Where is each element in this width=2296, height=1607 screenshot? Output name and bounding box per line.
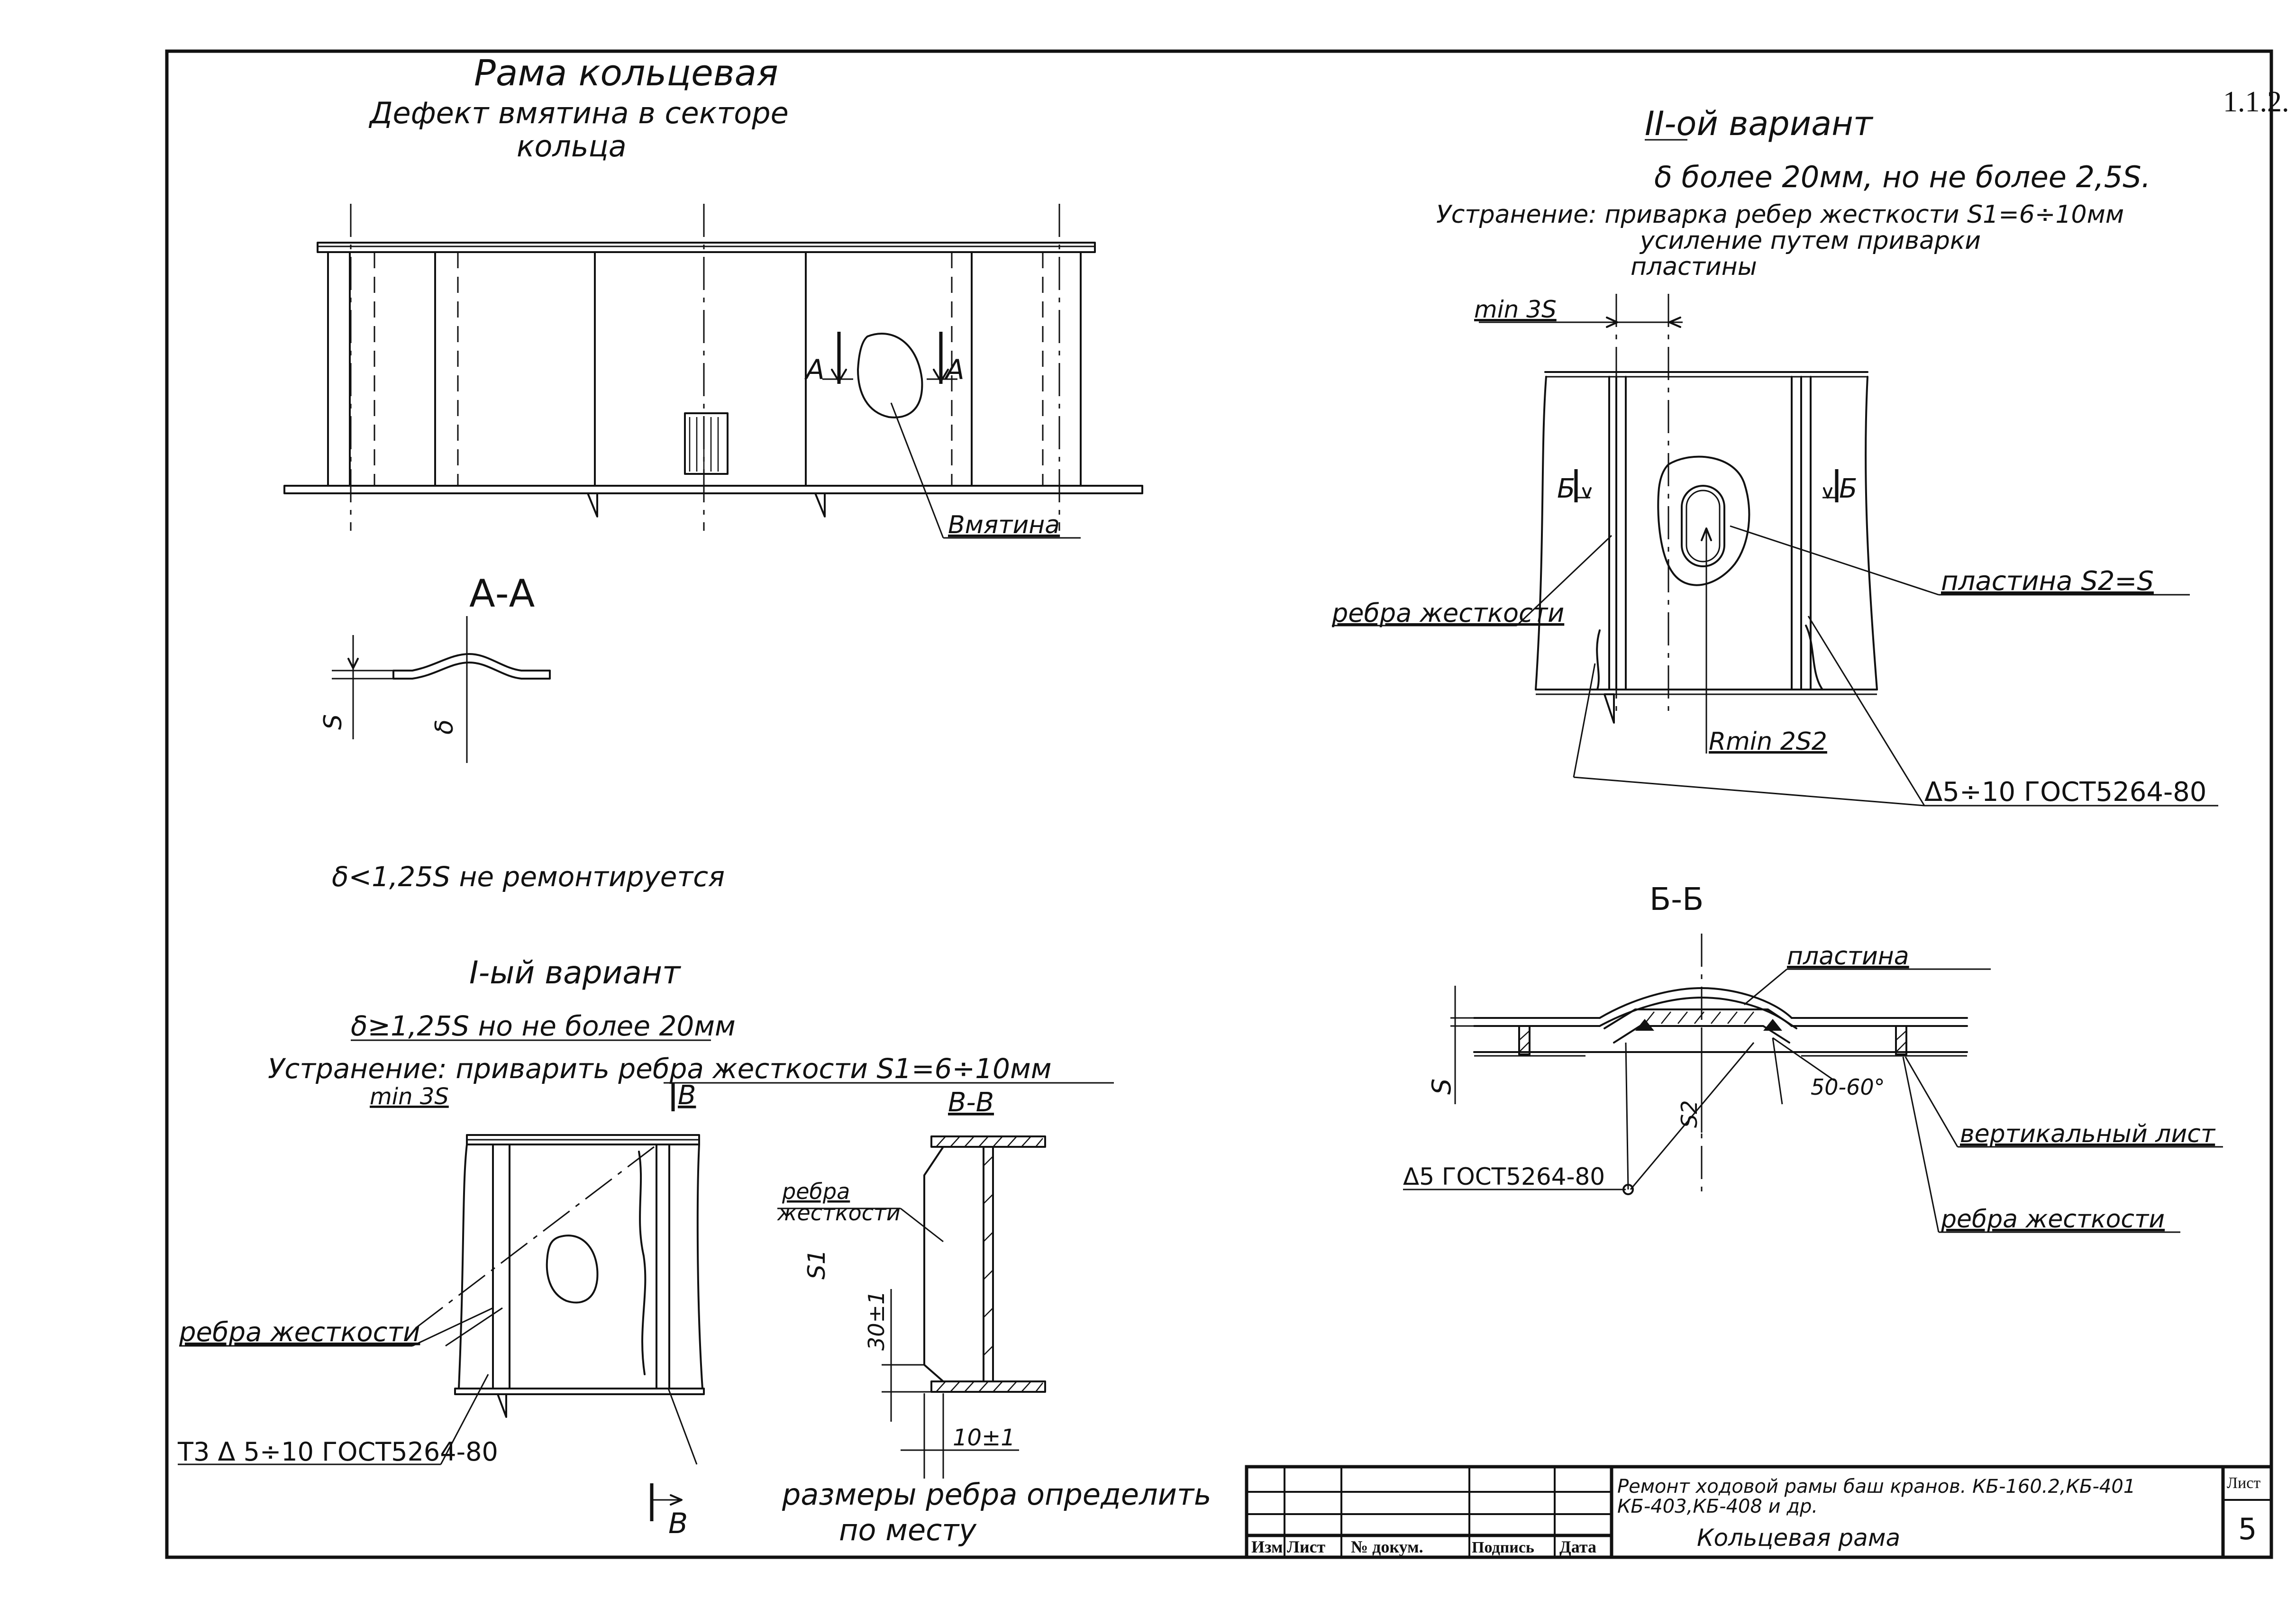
bb-vertical-sheet-label: вертикальный лист	[1960, 1120, 2216, 1148]
bb-rib-label: ребра жесткости	[1941, 1205, 2165, 1234]
aa-label-s: S	[319, 714, 347, 730]
bb-mark-left: Б	[1557, 473, 1575, 504]
variant1-section-mark-bottom: В	[668, 1507, 688, 1540]
tb-col-list: Лист	[1287, 1537, 1326, 1556]
bb-angle-label: 50-60°	[1811, 1074, 1885, 1100]
bb-s2-label: S2	[1676, 1100, 1702, 1128]
bb-weld-label: Δ5 ГОСТ5264-80	[1403, 1163, 1605, 1190]
vv-rib	[923, 1146, 984, 1382]
bottom-flange	[283, 485, 1143, 494]
tb-drawing-title: Кольцевая рама	[1697, 1524, 1900, 1552]
sheet-code: 1.1.2.	[2223, 86, 2289, 118]
variant2-title: II-ой вариант	[1645, 104, 1874, 143]
variant2-weld-label: Δ5÷10 ГОСТ5264-80	[1924, 777, 2206, 808]
bb-plate-label: пластина	[1787, 942, 1909, 971]
plate-inner-outline	[1681, 485, 1725, 567]
main-title: Рама кольцевая	[474, 52, 778, 94]
tb-col-date: Дата	[1559, 1537, 1596, 1556]
tb-col-doc: № докум.	[1351, 1537, 1423, 1556]
variant2-remedy-1: Устранение: приварка ребер жесткости S1=…	[1436, 200, 2124, 229]
sheet-frame	[165, 49, 2273, 1559]
main-subtitle-2: кольца	[517, 129, 627, 163]
v1-dent	[546, 1235, 599, 1304]
variant1-remedy: Устранение: приварить ребра жесткости S1…	[268, 1053, 1051, 1085]
dent-label: Вмятина	[948, 511, 1060, 539]
variant2-rib-label: ребра жесткости	[1331, 598, 1564, 628]
variant1-title: I-ый вариант	[469, 954, 682, 991]
not-repaired-note: δ<1,25S не ремонтируется	[332, 861, 725, 893]
variant2-condition: δ более 20мм, но не более 2,5S.	[1654, 160, 2150, 194]
bb-mark-right: Б	[1839, 473, 1857, 504]
bb-plate	[1604, 1008, 1797, 1029]
vv-rib-label-1: ребра	[782, 1179, 850, 1204]
variant1-note-2: по месту	[839, 1513, 977, 1547]
reinforcing-plate	[1657, 455, 1750, 586]
variant1-rib-label: ребра жесткости	[179, 1317, 420, 1348]
section-bb: Б-Б S S2	[1403, 881, 2223, 1234]
top-flange	[317, 242, 1096, 253]
tb-sheet-number: 5	[2238, 1512, 2257, 1546]
vv-s1: S1	[803, 1249, 830, 1280]
tb-header-1: Ремонт ходовой рамы баш кранов. КБ-160.2…	[1617, 1476, 2135, 1498]
variant1-dim-min: min 3S	[370, 1083, 449, 1110]
section-aa-title: А-А	[469, 572, 535, 616]
tb-col-izm: Изм	[1251, 1537, 1283, 1556]
vv-rib-label-2: жесткости	[777, 1200, 901, 1226]
tb-col-sign: Подпись	[1472, 1539, 1534, 1556]
variant1: I-ый вариант δ≥1,25S но не более 20мм Ус…	[177, 954, 1212, 1547]
variant1-section-mark: В	[678, 1080, 696, 1111]
section-vv-title: В-В	[948, 1087, 994, 1118]
section-bb-title: Б-Б	[1649, 881, 1704, 917]
variant2-remedy-3: пластины	[1631, 253, 1757, 281]
variant2-dim-min: min 3S	[1474, 296, 1557, 323]
variant1-note-1: размеры ребра определить	[782, 1477, 1212, 1512]
variant2: II-ой вариант δ более 20мм, но не более …	[1331, 104, 2218, 808]
variant2-radius-label: Rmin 2S2	[1709, 727, 1827, 756]
vv-dim-30: 30±1	[864, 1291, 889, 1351]
bb-s-label: S	[1427, 1079, 1457, 1095]
section-aa: А-А S δ	[319, 572, 551, 763]
dent-profile	[392, 653, 551, 680]
variant1-weld-label: Т3 Δ 5÷10 ГОСТ5264-80	[177, 1437, 498, 1467]
variant2-plate-label: пластина S2=S	[1941, 566, 2154, 597]
tb-sheet-label: Лист	[2227, 1474, 2260, 1492]
variant1-condition: δ≥1,25S но не более 20мм	[351, 1010, 736, 1042]
tb-header-2: КБ-403,КБ-408 и др.	[1617, 1496, 1818, 1517]
dent-outline	[857, 333, 923, 418]
inspection-window	[684, 412, 729, 475]
section-mark-a-right: А	[944, 354, 965, 386]
main-subtitle: Дефект вмятина в секторе	[368, 96, 789, 130]
vv-dim-10: 10±1	[953, 1425, 1015, 1451]
main-view: Рама кольцевая Дефект вмятина в секторе …	[283, 52, 1143, 539]
title-block: Изм Лист № докум. Подпись Дата Ремонт хо…	[1245, 1465, 2273, 1559]
variant2-remedy-2: усиление путем приварки	[1639, 227, 1981, 255]
section-mark-a-left: А	[804, 354, 825, 386]
aa-label-delta: δ	[430, 719, 459, 735]
